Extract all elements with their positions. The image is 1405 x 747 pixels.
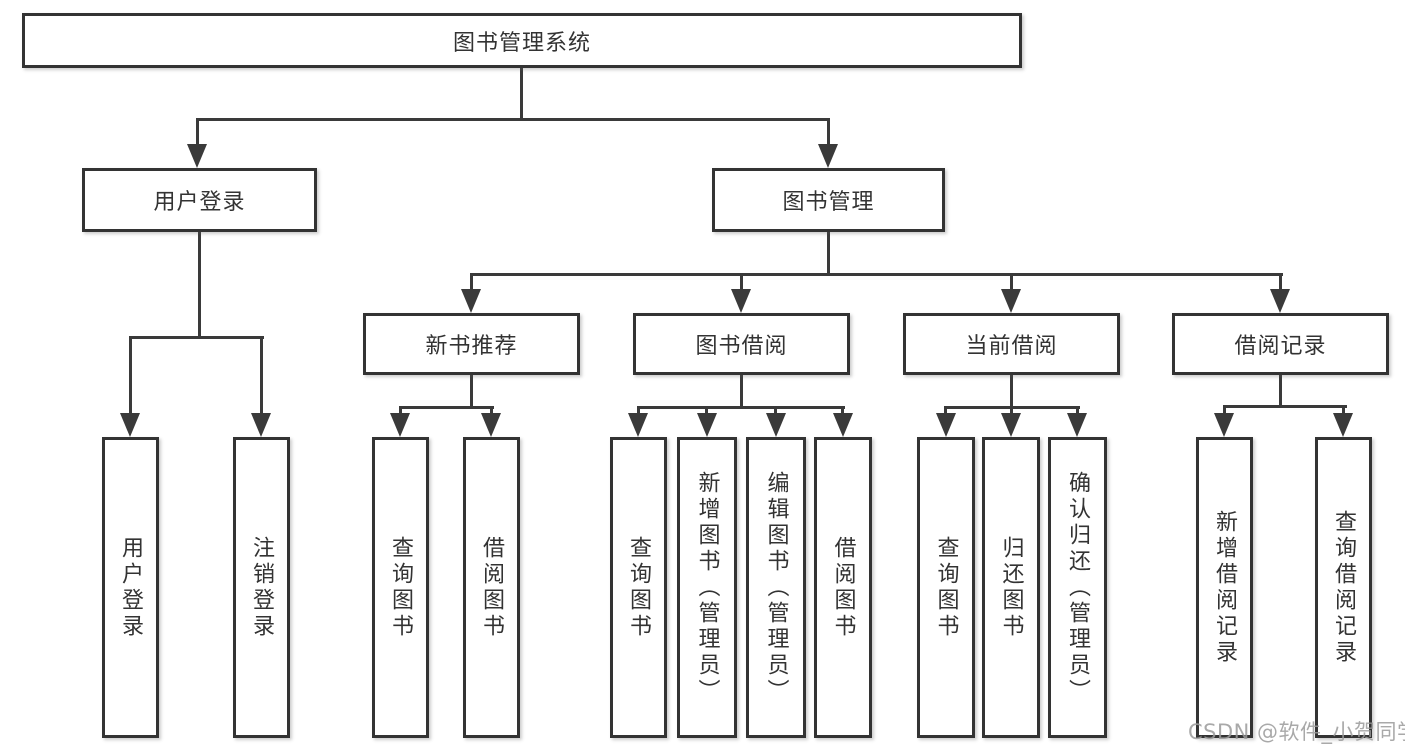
leaf-confirm-return-admin: 确认归还（管理员）: [1048, 437, 1107, 738]
arrow-down-icon: [818, 144, 838, 168]
connector-leaf-stem: [1342, 405, 1345, 416]
connector-leaf-stem: [260, 336, 263, 416]
arrow-down-icon: [1001, 413, 1021, 437]
connector-leaf-stem: [1076, 406, 1079, 416]
connector-leaf-stem: [944, 406, 947, 416]
node-borrow-records: 借阅记录: [1172, 313, 1389, 375]
arrow-down-icon: [251, 413, 271, 437]
connector-bookmgmt-down: [827, 232, 830, 276]
arrow-down-icon: [390, 413, 410, 437]
leaf-add-borrow-record: 新增借阅记录: [1196, 437, 1253, 738]
leaf-logout: 注销登录: [233, 437, 290, 738]
arrow-down-icon: [766, 413, 786, 437]
arrow-down-icon: [731, 289, 751, 313]
leaf-borrow-books: 借阅图书: [814, 437, 872, 738]
leaf-return-books: 归还图书: [982, 437, 1040, 738]
node-new-book-recommend: 新书推荐: [363, 313, 580, 375]
connector-section-stem: [1279, 273, 1282, 291]
connector-section-stem: [1010, 273, 1013, 291]
node-book-management: 图书管理: [712, 168, 945, 232]
connector-userlogin-down: [198, 232, 201, 339]
arrow-down-icon: [461, 289, 481, 313]
connector-level2-bar: [196, 118, 830, 121]
arrow-down-icon: [936, 413, 956, 437]
connector-group-bar: [637, 406, 845, 409]
leaf-add-books-admin: 新增图书（管理员）: [677, 437, 737, 738]
arrow-down-icon: [697, 413, 717, 437]
arrow-down-icon: [481, 413, 501, 437]
leaf-query-books-borrow: 查询图书: [610, 437, 667, 738]
arrow-down-icon: [1333, 413, 1353, 437]
connector-leaf-stem: [1010, 406, 1013, 416]
arrow-down-icon: [1067, 413, 1087, 437]
leaf-query-books-recommend: 查询图书: [372, 437, 429, 738]
arrow-down-icon: [1270, 289, 1290, 313]
node-root: 图书管理系统: [22, 13, 1022, 68]
connector-section-stem: [470, 273, 473, 291]
node-user-login: 用户登录: [82, 168, 317, 232]
connector-leaf-stem: [129, 336, 132, 416]
leaf-query-borrow-record: 查询借阅记录: [1315, 437, 1372, 738]
connector-level3-bar: [470, 273, 1283, 276]
connector-leaf-stem: [774, 406, 777, 416]
connector-group-stem: [1010, 375, 1013, 409]
connector-bookmgmt-stem: [827, 118, 830, 146]
connector-leaf-stem: [490, 406, 493, 416]
leaf-borrow-books-recommend: 借阅图书: [463, 437, 520, 738]
arrow-down-icon: [628, 413, 648, 437]
connector-section-stem: [740, 273, 743, 291]
connector-leaf-stem: [399, 406, 402, 416]
connector-group-stem: [1279, 375, 1282, 408]
arrow-down-icon: [833, 413, 853, 437]
connector-group-bar: [1223, 405, 1347, 408]
connector-leaf-stem: [841, 406, 844, 416]
arrow-down-icon: [187, 144, 207, 168]
connector-userlogin-bar: [129, 336, 264, 339]
leaf-user-login: 用户登录: [102, 437, 159, 738]
connector-group-bar: [399, 406, 494, 409]
node-current-borrow: 当前借阅: [903, 313, 1120, 375]
connector-leaf-stem: [637, 406, 640, 416]
connector-userlogin-stem: [196, 118, 199, 146]
connector-leaf-stem: [1223, 405, 1226, 416]
leaf-edit-books-admin: 编辑图书（管理员）: [746, 437, 806, 738]
node-book-borrow: 图书借阅: [633, 313, 850, 375]
connector-group-stem: [470, 375, 473, 409]
arrow-down-icon: [1001, 289, 1021, 313]
connector-leaf-stem: [705, 406, 708, 416]
leaf-query-books-current: 查询图书: [917, 437, 975, 738]
arrow-down-icon: [1214, 413, 1234, 437]
csdn-watermark: CSDN @软件_小贺同学: [1188, 720, 1405, 744]
arrow-down-icon: [120, 413, 140, 437]
connector-root-stem: [520, 66, 523, 121]
connector-group-stem: [740, 375, 743, 409]
